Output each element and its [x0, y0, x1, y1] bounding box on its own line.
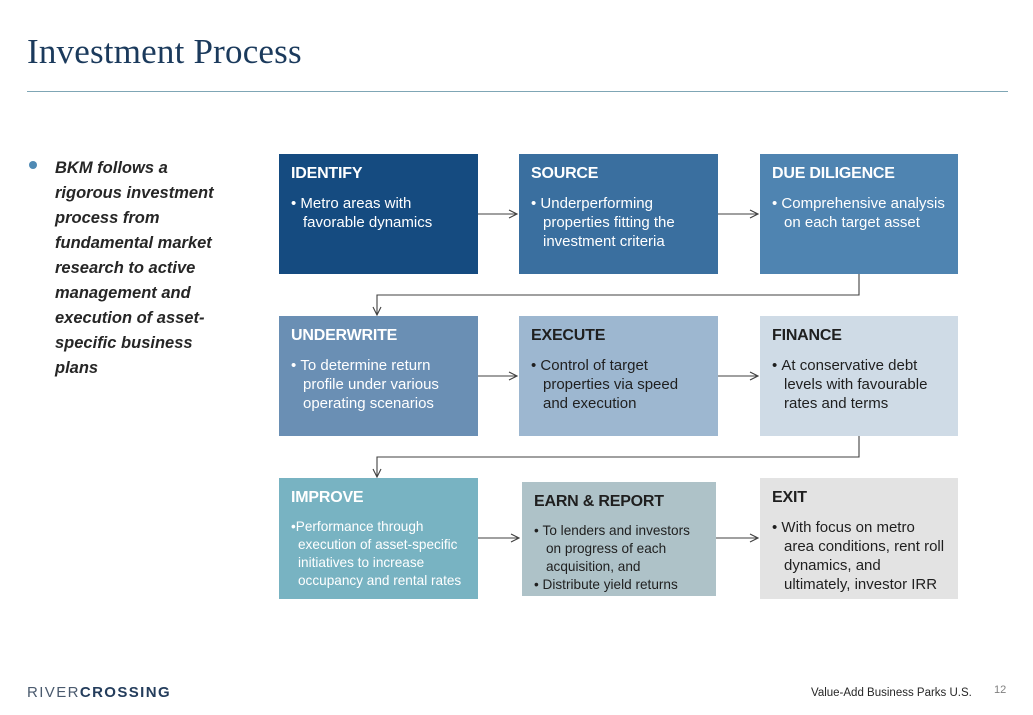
step-box-source: SOURCE Underperforming properties fitting…: [519, 154, 718, 274]
step-box-earn-report: EARN & REPORT To lenders and investors on…: [522, 482, 716, 596]
footer-text: Value-Add Business Parks U.S.: [811, 687, 972, 699]
step-box-underwrite: UNDERWRITE To determine return profile un…: [279, 316, 478, 436]
step-bullet: At conservative debt levels with favoura…: [772, 356, 946, 413]
step-box-improve: IMPROVE Performance through execution of …: [279, 478, 478, 599]
step-box-identify: IDENTIFY Metro areas with favorable dynam…: [279, 154, 478, 274]
step-bullets: At conservative debt levels with favoura…: [772, 356, 946, 413]
intro-text: BKM follows a rigorous investment proces…: [55, 159, 214, 377]
step-bullets: To determine return profile under variou…: [291, 356, 466, 413]
page-number: 12: [994, 684, 1007, 696]
step-bullet: Control of target properties via speed a…: [531, 356, 706, 413]
title-divider: [27, 91, 1008, 92]
step-bullet: To lenders and investors on progress of …: [534, 522, 704, 576]
step-title: IMPROVE: [291, 489, 364, 506]
step-title: IDENTIFY: [291, 165, 363, 182]
step-title: EARN & REPORT: [534, 493, 664, 510]
step-bullet: Metro areas with favorable dynamics: [291, 194, 466, 232]
step-bullet: Comprehensive analysis on each target as…: [772, 194, 946, 232]
arrow-due-diligence-underwrite: [377, 274, 860, 315]
page-title: Investment Process: [27, 32, 302, 71]
company-logo: RIVERCROSSING: [27, 684, 172, 701]
step-bullet: Distribute yield returns: [534, 576, 704, 594]
step-bullets: Performance through execution of asset-s…: [291, 518, 466, 590]
arrow-finance-improve: [377, 436, 860, 477]
step-title: UNDERWRITE: [291, 327, 398, 344]
step-bullet: Performance through execution of asset-s…: [291, 518, 466, 590]
step-bullets: Underperforming properties fitting the i…: [531, 194, 706, 251]
step-title: EXECUTE: [531, 327, 606, 344]
step-box-exit: EXIT With focus on metro area conditions,…: [760, 478, 958, 599]
step-bullet: With focus on metro area conditions, ren…: [772, 518, 946, 594]
step-box-finance: FINANCE At conservative debt levels with …: [760, 316, 958, 436]
step-bullet: Underperforming properties fitting the i…: [531, 194, 706, 251]
step-title: DUE DILIGENCE: [772, 165, 895, 182]
step-title: FINANCE: [772, 327, 842, 344]
step-bullets: Control of target properties via speed a…: [531, 356, 706, 413]
step-bullets: With focus on metro area conditions, ren…: [772, 518, 946, 594]
step-box-execute: EXECUTE Control of target properties via …: [519, 316, 718, 436]
step-title: EXIT: [772, 489, 807, 506]
bullet-marker: [29, 161, 37, 169]
step-bullets: Comprehensive analysis on each target as…: [772, 194, 946, 232]
step-bullet: To determine return profile under variou…: [291, 356, 466, 413]
step-bullets: Metro areas with favorable dynamics: [291, 194, 466, 232]
step-title: SOURCE: [531, 165, 599, 182]
step-box-due-diligence: DUE DILIGENCE Comprehensive analysis on e…: [760, 154, 958, 274]
step-bullets: To lenders and investors on progress of …: [534, 522, 704, 594]
